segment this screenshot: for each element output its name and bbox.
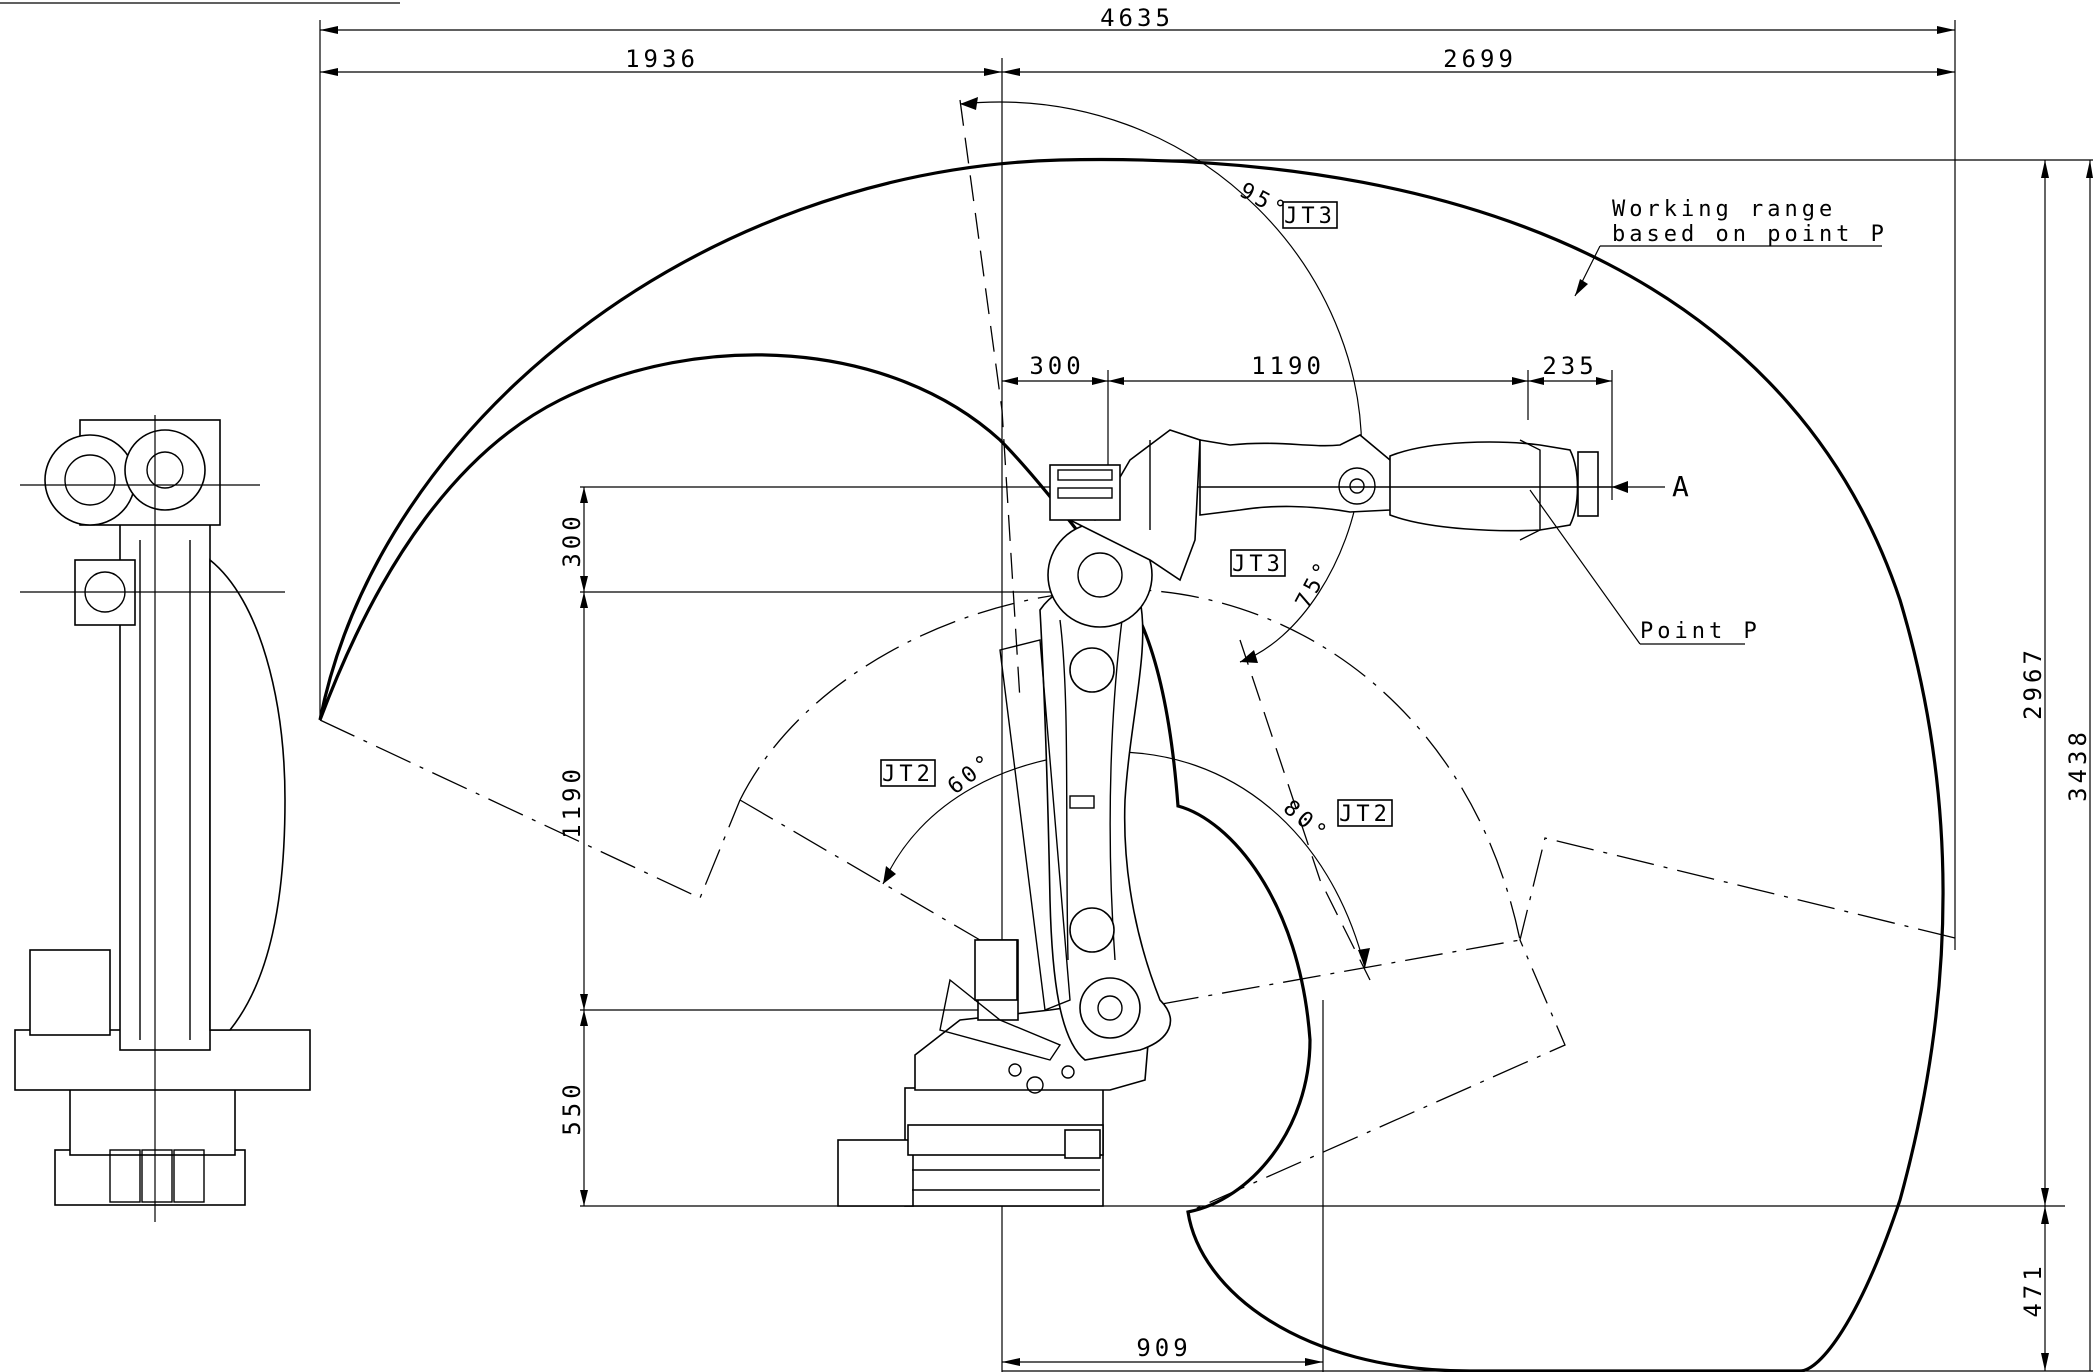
jt2-label-rear: JT2 xyxy=(882,762,934,787)
angle-jt3-lower: 75° xyxy=(1291,555,1337,612)
angle-jt3-upper: 95° xyxy=(1235,178,1292,224)
dim-arm-length: 1190 xyxy=(1251,352,1325,380)
dim-upper-offset: 300 xyxy=(1029,352,1084,380)
working-range-label-line2: based on point P xyxy=(1612,222,1888,247)
jt2-label-front: JT2 xyxy=(1339,802,1391,827)
dim-below-floor: 471 xyxy=(2019,1262,2047,1317)
dim-shoulder-offset: 300 xyxy=(558,512,586,567)
dim-front-reach: 2699 xyxy=(1443,45,1517,73)
robot-side-view: A xyxy=(837,429,1693,1207)
point-p-label: Point P xyxy=(1640,619,1761,644)
dim-front-clearance: 909 xyxy=(1136,1334,1191,1362)
dim-lower-arm-length: 1190 xyxy=(558,765,586,839)
annotations: Working range based on point P Point P xyxy=(1529,197,1888,645)
dim-max-height: 2967 xyxy=(2019,646,2047,720)
working-range-envelope xyxy=(318,157,1945,1372)
jt3-label-lower: JT3 xyxy=(1232,552,1284,577)
working-range-label-line1: Working range xyxy=(1612,197,1836,222)
dim-overall-width: 4635 xyxy=(1100,4,1174,32)
jt3-label-upper: JT3 xyxy=(1284,204,1336,229)
dim-rear-reach: 1936 xyxy=(625,45,699,73)
vertical-dimensions: 300 1190 550 2967 471 3438 xyxy=(558,159,2093,1372)
robot-front-view xyxy=(14,415,311,1222)
dim-total-height: 3438 xyxy=(2064,728,2092,802)
dim-wrist-length: 235 xyxy=(1542,352,1597,380)
dim-base-height: 550 xyxy=(558,1080,586,1135)
view-a-label: A xyxy=(1672,470,1693,503)
angle-jt2-rear: 60° xyxy=(943,748,999,800)
